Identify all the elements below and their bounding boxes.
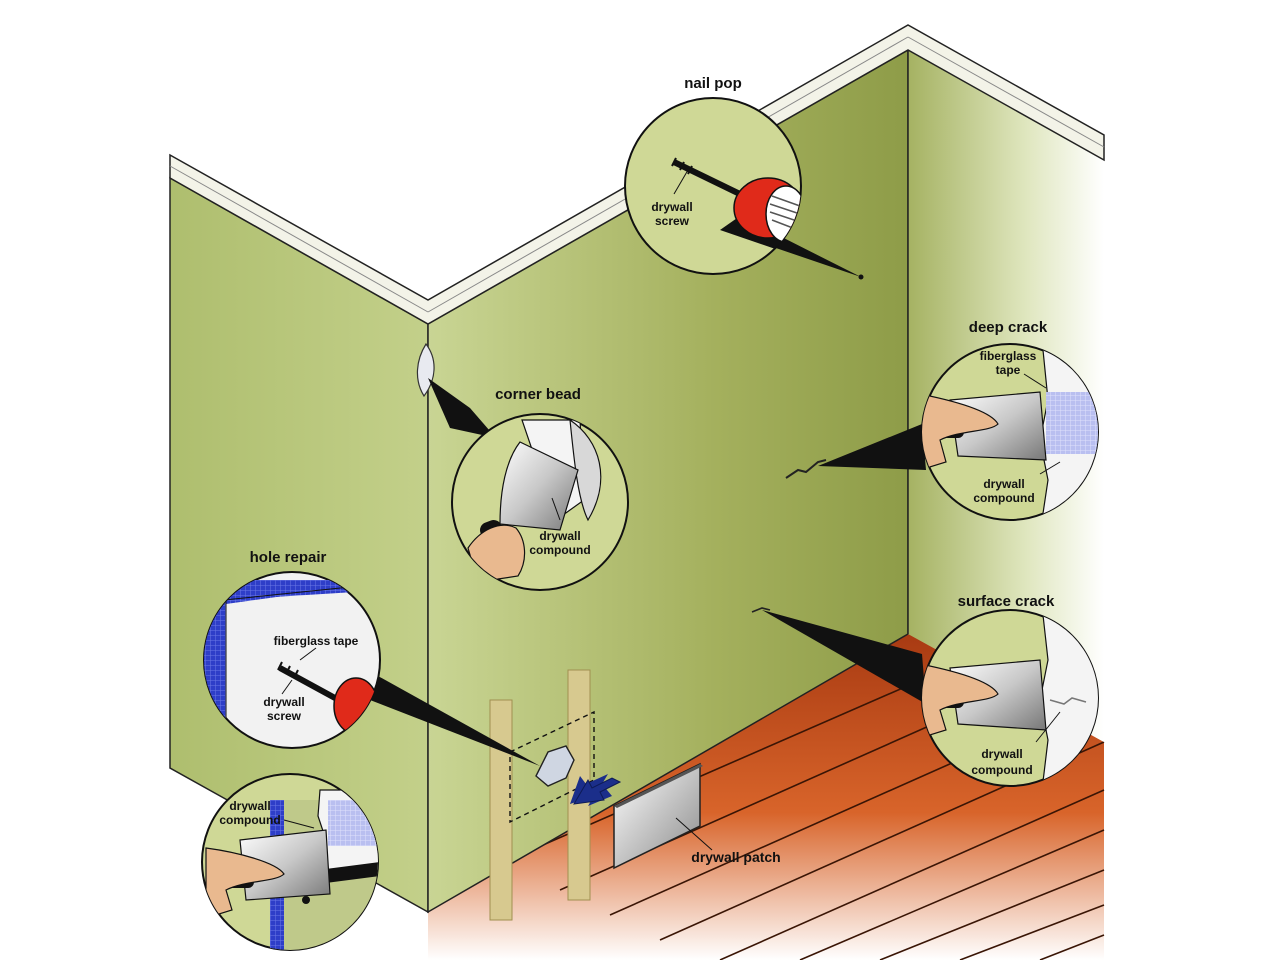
hole-repair-tape-label: fiberglass tape [274,634,359,648]
hole-repair-title: hole repair [250,549,327,566]
surface-crack-label-2: compound [971,763,1032,777]
hole-finish-label-2: compound [219,813,280,827]
drywall-patch-label: drywall patch [691,849,780,865]
deep-crack-callout: deep crack fiberglass tape drywall compo… [921,319,1099,521]
hole-repair-label-1: drywall [263,695,304,709]
patch-leader-line [675,817,713,851]
corner-bead-title: corner bead [495,386,581,403]
corner-bead-callout: corner bead drywall compound [451,386,629,591]
hole-finish-callout: drywall compound [201,773,379,951]
deep-crack-label-1: drywall [983,477,1024,491]
surface-crack-callout: surface crack drywall compound [921,593,1099,787]
surface-crack-title: surface crack [958,593,1055,610]
deep-crack-title: deep crack [969,319,1048,336]
hole-repair-label-2: screw [267,709,302,723]
nail-pop-title: nail pop [684,75,742,92]
corner-bead-label-2: compound [529,543,590,557]
wall-hole [535,745,575,787]
nail-pop-label-1: drywall [651,200,692,214]
surface-crack-label-1: drywall [981,747,1022,761]
deep-crack-label-2: compound [973,491,1034,505]
insert-arrow [573,777,622,805]
surface-crack-mark [751,607,771,613]
drywall-patch-board [613,762,701,870]
crown-molding [169,24,1105,325]
room [169,24,1105,960]
deep-crack-tape-1: fiberglass [980,349,1037,363]
corner-damage [416,342,435,398]
wall-stud [489,699,513,921]
corner-bead-label-1: drywall [539,529,580,543]
deep-crack-tape-2: tape [996,363,1021,377]
deep-crack-mark [785,459,827,479]
hole-finish-label-1: drywall [229,799,270,813]
nail-pop-label-2: screw [655,214,690,228]
